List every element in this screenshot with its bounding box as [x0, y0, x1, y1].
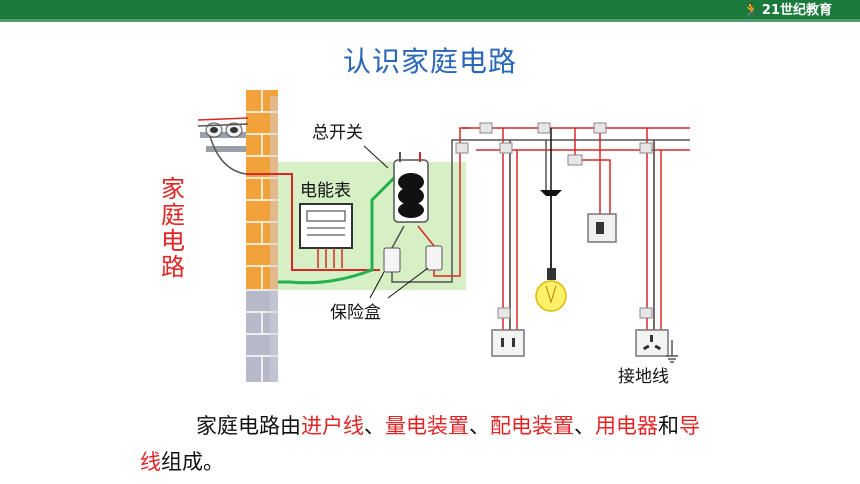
fuse-box-pointer-right [387, 267, 429, 299]
caption-text: 、 [364, 414, 385, 438]
insulators [197, 117, 249, 175]
incoming-wire-green [278, 168, 404, 285]
label-main-switch: 总开关 [312, 123, 363, 143]
incoming-wire-red [246, 173, 380, 271]
two-pin-socket [491, 329, 525, 357]
light-bulb-icon [535, 190, 567, 312]
main-switch [393, 152, 429, 223]
page-title: 认识家庭电路 [342, 45, 517, 78]
label-fuse-box: 保险盒 [330, 303, 381, 323]
runner-icon: 🏃 [742, 3, 760, 19]
caption-text: 组成。 [161, 450, 224, 474]
caption-term: 量电装置 [385, 414, 469, 438]
header-stripe [0, 19, 860, 22]
junction-blocks [455, 122, 653, 319]
fuse-boxes [383, 127, 470, 283]
brick-wall [246, 90, 278, 382]
caption-term: 配电装置 [490, 414, 574, 438]
side-label-char: 庭 [161, 201, 185, 229]
caption-text: 、 [574, 414, 595, 438]
ground-icon [666, 355, 678, 363]
caption-term: 用电器 [595, 414, 658, 438]
label-ground-wire: 接地线 [618, 367, 669, 387]
wall-switch [587, 213, 617, 243]
caption-text: 、 [469, 414, 490, 438]
logo-text: 21世纪教育 [761, 3, 832, 18]
main-switch-pointer [363, 145, 389, 169]
side-label-char: 家 [161, 175, 185, 203]
brand-logo: 🏃 21世纪教育 [742, 2, 832, 20]
caption-term: 进户线 [301, 414, 364, 438]
fuse-box-pointer-left [369, 271, 385, 299]
caption-text: 和 [658, 414, 679, 438]
caption-term: 导线 [140, 414, 700, 474]
side-label: 家 庭 电 路 [158, 176, 188, 280]
three-pin-socket [635, 329, 669, 357]
electric-meter [299, 203, 353, 268]
side-label-char: 路 [161, 253, 185, 281]
caption-paragraph: 家庭电路由进户线、量电装置、配电装置、用电器和导线组成。 [140, 408, 700, 480]
label-meter: 电能表 [300, 181, 351, 201]
caption-text: 家庭电路由 [196, 414, 301, 438]
side-label-char: 电 [161, 227, 185, 255]
header-bar: 🏃 21世纪教育 [0, 0, 860, 22]
